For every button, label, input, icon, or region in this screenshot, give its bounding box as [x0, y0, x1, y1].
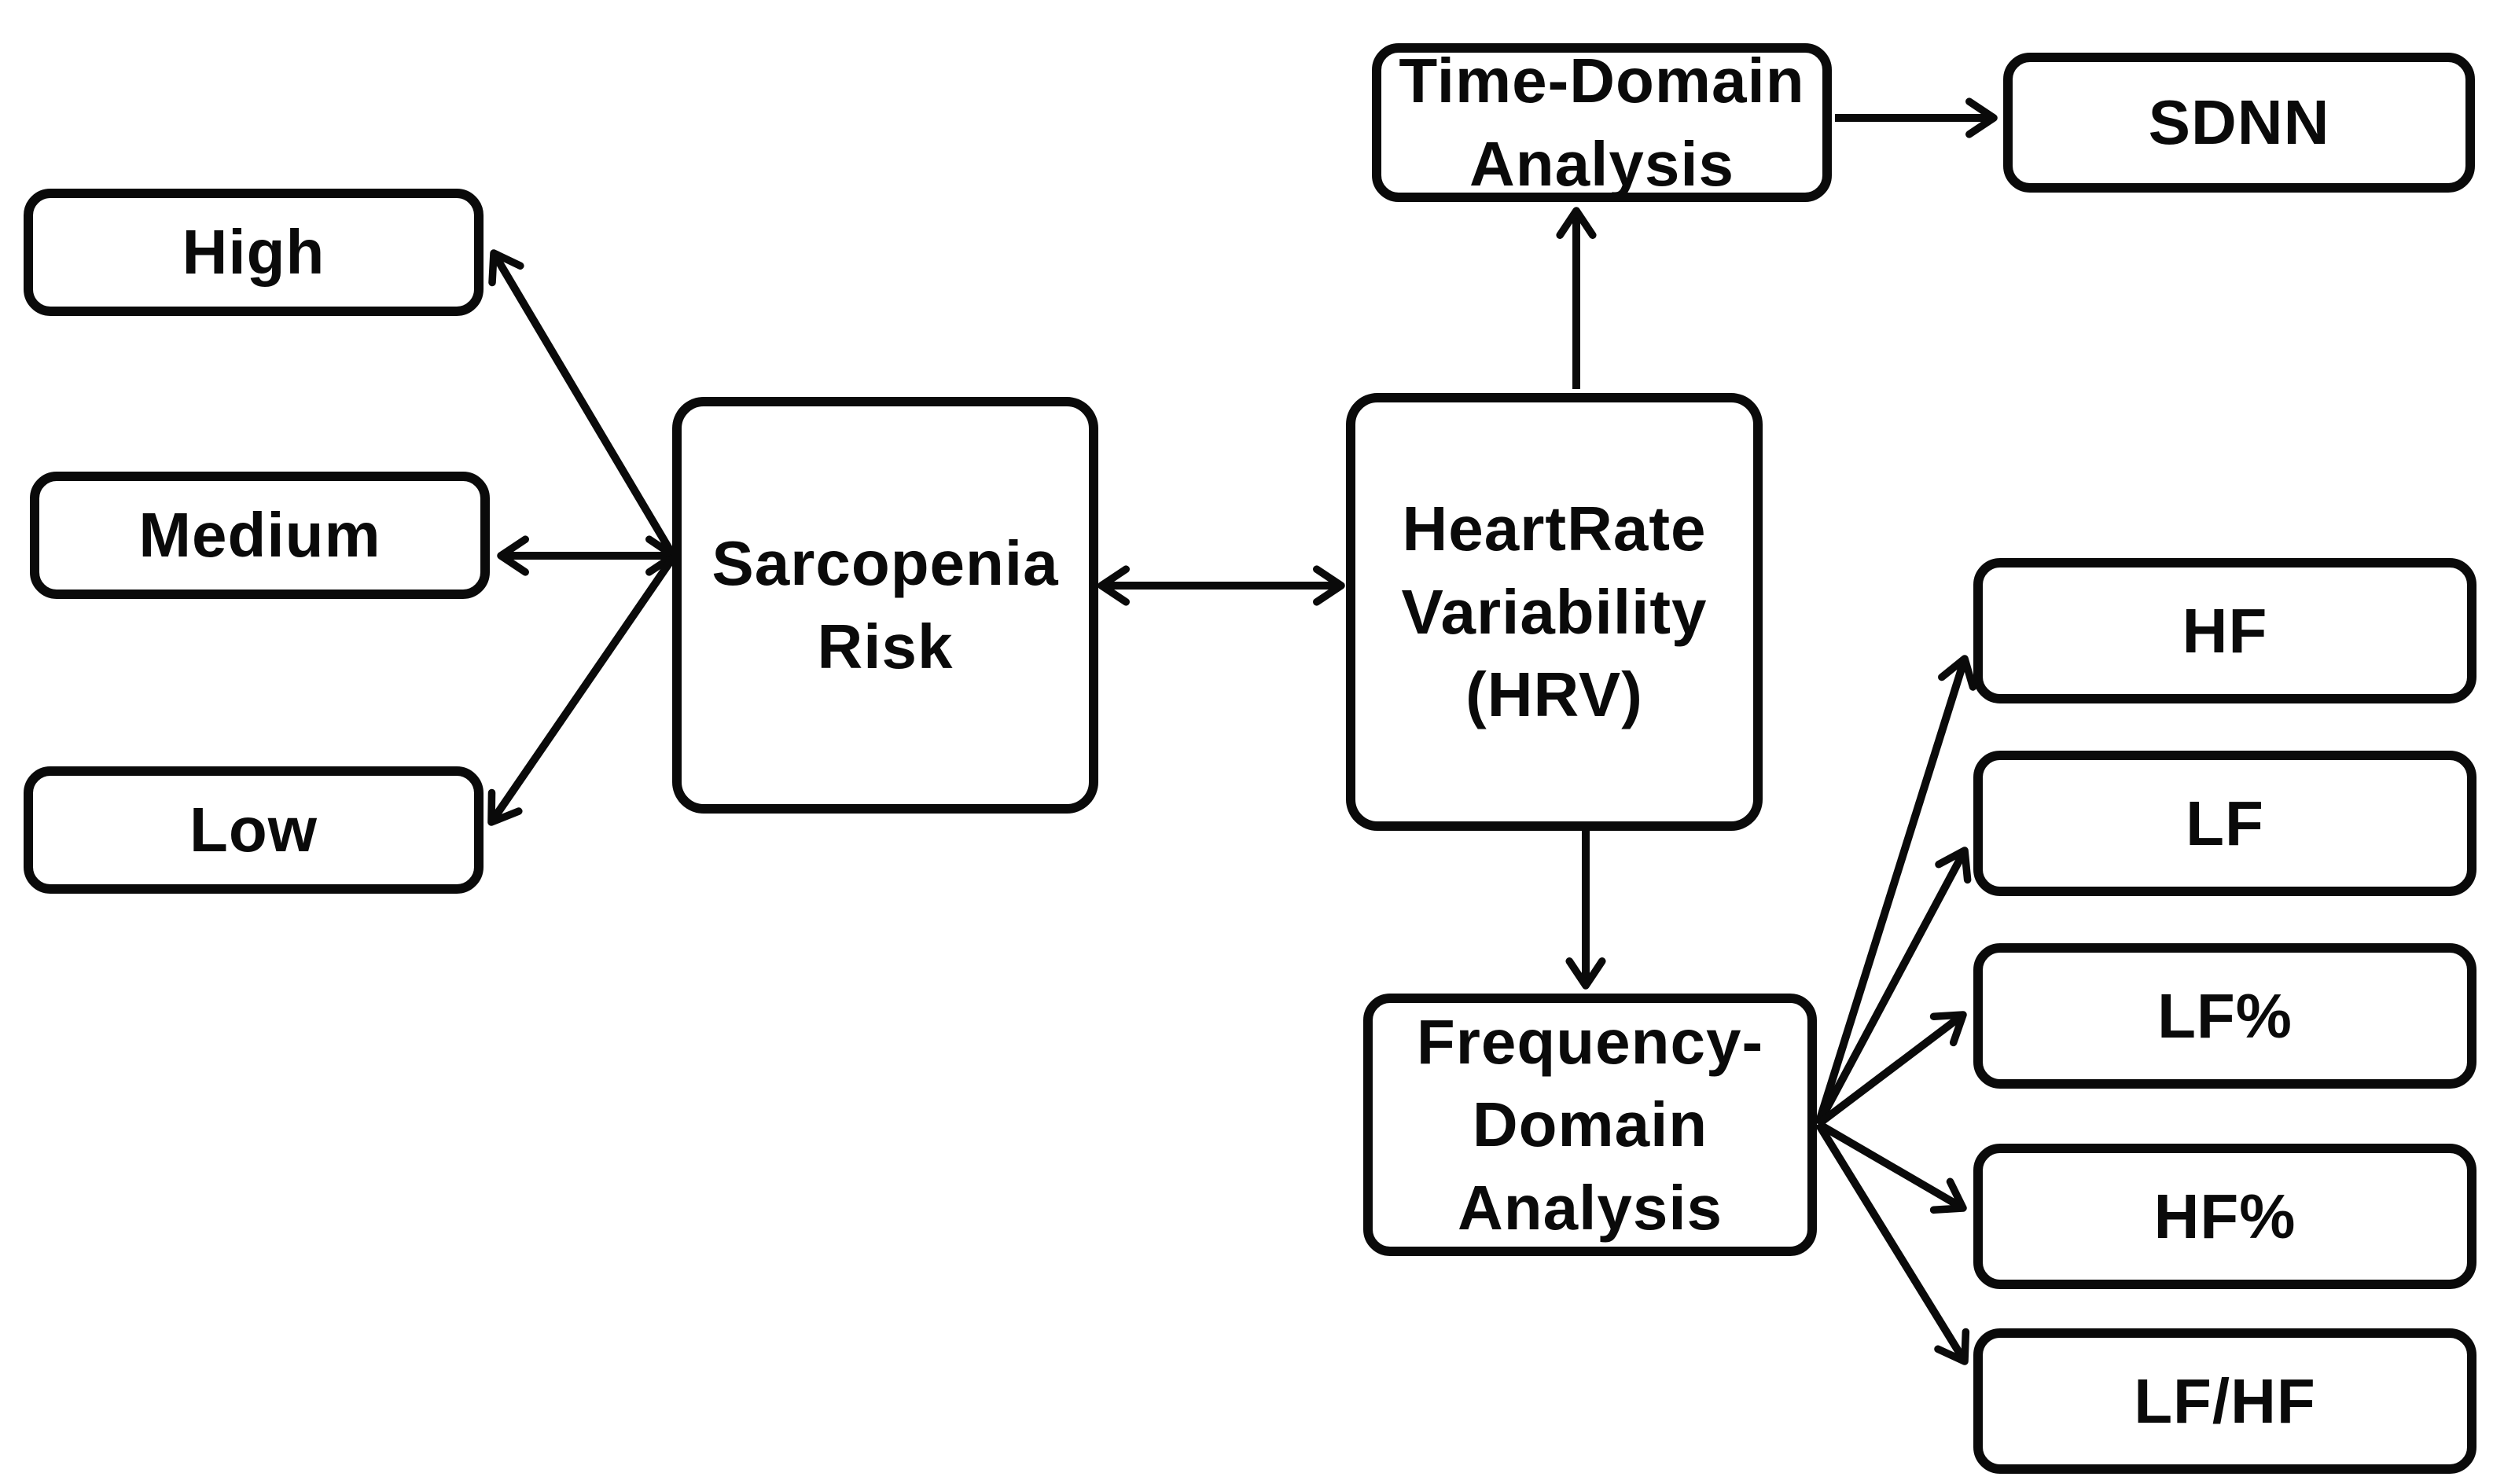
edge-freq-domain-to-lf-hf	[1815, 1122, 1970, 1365]
node-low: Low	[24, 766, 484, 894]
edge-freq-domain-to-hf-pct	[1816, 1120, 1967, 1214]
node-lf-label: LF	[2186, 788, 2264, 858]
node-hf-percent: HF%	[1973, 1144, 2476, 1289]
node-hf: HF	[1973, 558, 2476, 703]
node-sarcopenia-risk: Sarcopenia Risk	[672, 397, 1098, 814]
node-high-label: High	[182, 217, 325, 288]
node-lf-hf-ratio-label: LF/HF	[2134, 1365, 2316, 1436]
node-lf-percent-label: LF%	[2157, 980, 2293, 1051]
node-lf-hf-ratio: LF/HF	[1973, 1328, 2476, 1474]
node-sdnn: SDNN	[2003, 53, 2475, 193]
node-high: High	[24, 189, 484, 316]
edge-freq-domain-to-lf	[1815, 847, 1972, 1126]
node-heart-rate-variability: HeartRate Variability (HRV)	[1346, 393, 1763, 831]
node-hf-percent-label: HF%	[2153, 1181, 2296, 1251]
node-medium: Medium	[30, 472, 490, 599]
node-sarcopenia-risk-label: Sarcopenia Risk	[711, 528, 1059, 681]
node-lf-percent: LF%	[1973, 943, 2476, 1089]
node-heart-rate-variability-label: HeartRate Variability (HRV)	[1401, 494, 1708, 730]
node-sdnn-label: SDNN	[2148, 87, 2330, 158]
node-medium-label: Medium	[138, 500, 381, 571]
edge-sarcopenia-to-high	[488, 249, 678, 559]
node-low-label: Low	[189, 795, 318, 865]
node-lf: LF	[1973, 751, 2476, 896]
node-frequency-domain-analysis: Frequency- Domain Analysis	[1363, 994, 1817, 1256]
node-time-domain-analysis-label: Time-Domain Analysis	[1399, 46, 1805, 199]
node-hf-label: HF	[2182, 595, 2268, 666]
edge-sarcopenia-to-low	[487, 554, 678, 826]
edge-freq-domain-to-hf	[1815, 655, 1977, 1126]
edge-freq-domain-to-lf-pct	[1815, 1011, 1967, 1127]
node-frequency-domain-analysis-label: Frequency- Domain Analysis	[1416, 1006, 1764, 1243]
node-time-domain-analysis: Time-Domain Analysis	[1372, 43, 1832, 202]
